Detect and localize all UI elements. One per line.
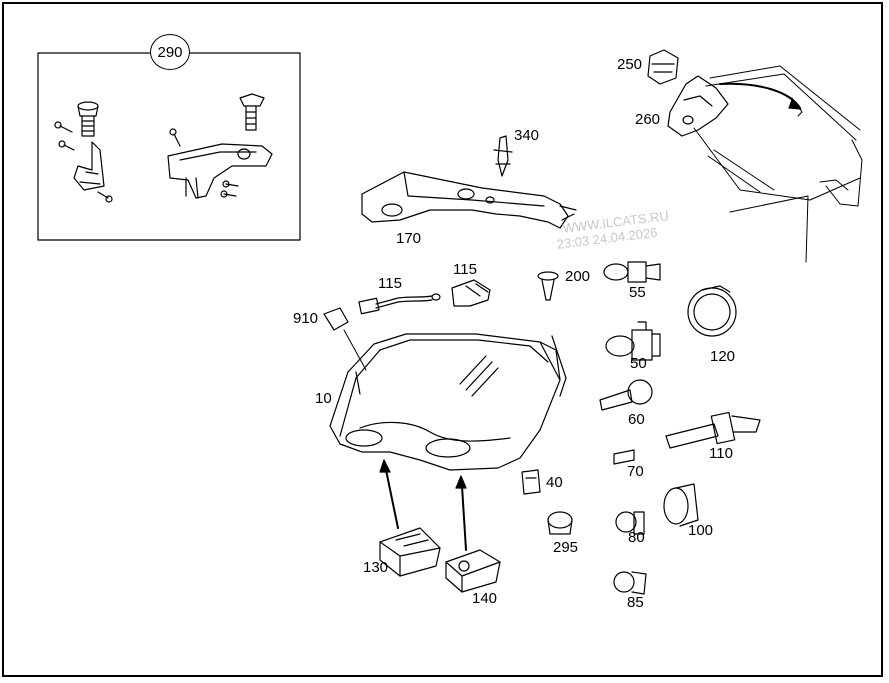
screw-200	[537, 271, 559, 301]
part-label-910[interactable]: 910	[293, 310, 319, 327]
part-label-115-cable[interactable]: 115	[378, 275, 402, 292]
part-label-340[interactable]: 340	[514, 127, 540, 144]
part-label-140[interactable]: 140	[472, 590, 498, 607]
bulb-50	[605, 321, 661, 361]
headlamp-10	[329, 333, 567, 471]
part-label-80[interactable]: 80	[628, 529, 645, 546]
part-label-55[interactable]: 55	[629, 284, 646, 301]
connector-295	[547, 511, 573, 535]
part-label-250[interactable]: 250	[617, 56, 643, 73]
part-label-260[interactable]: 260	[635, 111, 661, 128]
part-label-170[interactable]: 170	[396, 230, 422, 247]
part-label-40[interactable]: 40	[546, 474, 563, 491]
cover-260	[667, 75, 729, 137]
diagram-frame	[2, 2, 883, 677]
inset-mount-bracket	[167, 93, 273, 199]
part-label-130[interactable]: 130	[363, 559, 389, 576]
clip-40	[521, 469, 541, 495]
clip-340	[493, 135, 513, 177]
part-label-110[interactable]: 110	[709, 445, 733, 462]
arrow-140	[461, 485, 467, 551]
part-label-115-connector[interactable]: 115	[453, 261, 477, 278]
part-label-10[interactable]: 10	[315, 390, 332, 407]
bulb-80	[615, 511, 645, 535]
arrow-260-head	[788, 99, 802, 110]
callout-290[interactable]: 290	[150, 34, 190, 70]
connector-115	[451, 279, 491, 307]
cap-120	[687, 285, 737, 337]
ignition-unit-140	[445, 549, 501, 593]
bulb-60	[599, 379, 653, 411]
part-label-60[interactable]: 60	[628, 411, 645, 428]
bulb-70	[613, 449, 635, 465]
control-unit-130	[379, 527, 441, 577]
part-label-100[interactable]: 100	[688, 522, 714, 539]
callout-290-label: 290	[157, 43, 183, 61]
windscreen-sketch	[693, 65, 863, 263]
part-label-200[interactable]: 200	[565, 268, 591, 285]
socket-100	[663, 483, 699, 527]
inset-bolt-bracket	[54, 101, 113, 203]
arrow-130	[385, 469, 399, 529]
cover-panel-170	[361, 171, 577, 229]
part-label-85[interactable]: 85	[627, 594, 644, 611]
arrow-260	[719, 82, 801, 109]
part-label-50[interactable]: 50	[630, 355, 647, 372]
arrow-130-head	[379, 459, 391, 473]
part-label-295[interactable]: 295	[553, 539, 579, 556]
label-910	[323, 307, 367, 371]
bulb-110	[665, 411, 761, 449]
cable-115	[358, 293, 441, 315]
inset-290-box	[37, 52, 301, 241]
bulb-55	[603, 261, 661, 283]
part-label-120[interactable]: 120	[710, 348, 736, 365]
arrow-140-head	[455, 475, 467, 489]
part-label-70[interactable]: 70	[627, 463, 644, 480]
sensor-250	[647, 49, 679, 85]
bulb-85	[613, 571, 647, 595]
